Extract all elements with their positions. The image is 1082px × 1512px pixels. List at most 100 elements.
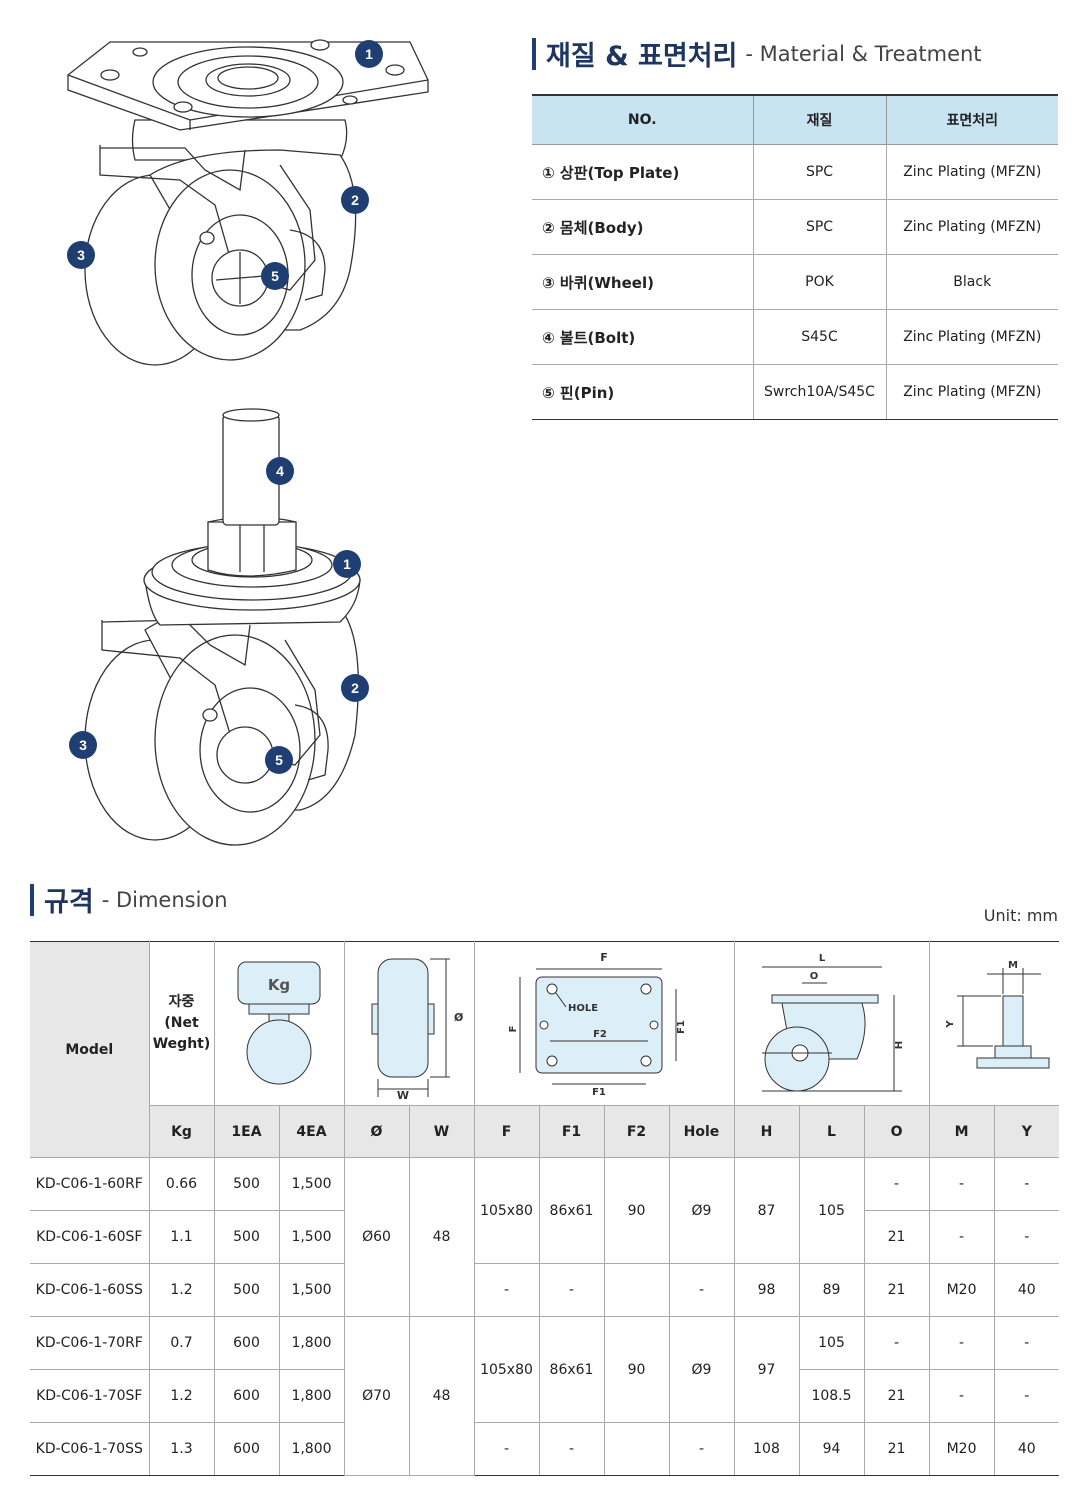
svg-text:1: 1 — [343, 556, 351, 572]
h-cell: 98 — [733, 1263, 800, 1317]
subheader-hole: Hole — [668, 1105, 735, 1158]
svg-text:M: M — [1008, 960, 1018, 971]
material-title-ko: 재질 & 표면처리 — [546, 41, 738, 72]
f2-cell — [603, 1263, 670, 1317]
kg-cell: 1.3 — [148, 1422, 215, 1476]
m-cell: M20 — [928, 1422, 995, 1476]
diameter-cell: Ø70 — [343, 1316, 410, 1476]
o-cell: - — [863, 1316, 930, 1370]
table-row: ② 몸체(Body) SPC Zinc Plating (MFZN) — [532, 199, 1058, 255]
subheader-o: O — [863, 1105, 930, 1158]
table-row: KD-C06-1-60RF 0.66 500 1,500 Ø60 48 105x… — [30, 1157, 1060, 1317]
kg-cell: 1.2 — [148, 1263, 215, 1317]
part-name: ② 몸체(Body) — [532, 199, 753, 255]
f-cell: 105x80 — [473, 1157, 540, 1264]
callout-2b-badge: 2 — [341, 674, 369, 702]
subheader-1ea: 1EA — [213, 1105, 280, 1158]
subheader-diameter: Ø — [343, 1105, 410, 1158]
y-cell: 40 — [993, 1263, 1060, 1317]
dimension-title-en: - Dimension — [101, 887, 228, 912]
f-cell: 105x80 — [473, 1316, 540, 1423]
callout-5-badge: 5 — [261, 262, 289, 290]
f2-cell — [603, 1422, 670, 1476]
table-row: ① 상판(Top Plate) SPC Zinc Plating (MFZN) — [532, 144, 1058, 200]
m-cell: - — [928, 1316, 995, 1370]
h-cell: 97 — [733, 1316, 800, 1423]
dimension-title-ko: 규격 — [44, 887, 94, 918]
f1-cell: - — [538, 1422, 605, 1476]
y-cell: - — [993, 1316, 1060, 1370]
subheader-w: W — [408, 1105, 475, 1158]
svg-text:F: F — [508, 1025, 519, 1032]
kg-cell: 0.66 — [148, 1157, 215, 1211]
ea4-cell: 1,500 — [278, 1263, 345, 1317]
h-cell: 87 — [733, 1157, 800, 1264]
part-material: Swrch10A/S45C — [752, 364, 886, 420]
subheader-f: F — [473, 1105, 540, 1158]
subheader-y: Y — [993, 1105, 1060, 1158]
svg-text:W: W — [397, 1089, 409, 1099]
caster-side-diagram: L O H — [761, 953, 905, 1091]
hole-cell: - — [668, 1263, 735, 1317]
side-diagram-cell: L O H — [733, 941, 930, 1106]
subheader-m: M — [928, 1105, 995, 1158]
svg-text:4: 4 — [276, 463, 284, 479]
ea1-cell: 600 — [213, 1316, 280, 1370]
o-cell: 21 — [863, 1210, 930, 1264]
table-row: KD-C06-1-60SF 1.1 500 1,500 21 - - — [30, 1210, 1060, 1264]
f2-cell: 90 — [603, 1157, 670, 1264]
part-material: SPC — [752, 144, 886, 200]
table-row: KD-C06-1-70RF 0.7 600 1,800 Ø70 48 105x8… — [30, 1316, 1060, 1476]
table-row: ③ 바퀴(Wheel) POK Black — [532, 254, 1058, 310]
callout-2-badge: 2 — [341, 186, 369, 214]
y-cell: 40 — [993, 1422, 1060, 1476]
svg-text:5: 5 — [271, 268, 279, 284]
hole-cell: Ø9 — [668, 1157, 735, 1264]
y-cell: - — [993, 1369, 1060, 1423]
ea1-cell: 600 — [213, 1369, 280, 1423]
dimension-section-title: 규격 - Dimension — [30, 880, 228, 919]
svg-text:L: L — [818, 953, 825, 964]
l-cell: 89 — [798, 1263, 865, 1317]
stem-size-diagram: M Y — [945, 960, 1050, 1068]
subheader-f2: F2 — [603, 1105, 670, 1158]
part-name: ③ 바퀴(Wheel) — [532, 254, 753, 310]
svg-text:1: 1 — [365, 46, 373, 62]
unit-label: Unit: mm — [983, 906, 1058, 925]
part-treatment: Black — [885, 254, 1058, 310]
subheader-4ea: 4EA — [278, 1105, 345, 1158]
svg-text:H: H — [894, 1040, 905, 1048]
table-row: KD-C06-1-70SS 1.3 600 1,800 - - - 108 94… — [30, 1422, 1060, 1476]
part-name: ④ 볼트(Bolt) — [532, 309, 753, 365]
callout-3b-badge: 3 — [69, 731, 97, 759]
svg-text:F1: F1 — [676, 1020, 687, 1034]
load-capacity-diagram: Kg — [237, 961, 321, 1084]
kg-cell: 1.1 — [148, 1210, 215, 1264]
material-header-no: NO. — [532, 94, 753, 145]
h-cell: 108 — [733, 1422, 800, 1476]
f1-cell: 86x61 — [538, 1157, 605, 1264]
ea4-cell: 1,800 — [278, 1369, 345, 1423]
material-header-treatment: 표면처리 — [885, 94, 1058, 145]
material-section-title: 재질 & 표면처리 - Material & Treatment — [532, 34, 982, 73]
ea4-cell: 1,800 — [278, 1316, 345, 1370]
ea1-cell: 500 — [213, 1157, 280, 1211]
o-cell: - — [863, 1157, 930, 1211]
callout-4-badge: 4 — [266, 457, 294, 485]
part-material: POK — [752, 254, 886, 310]
subheader-l: L — [798, 1105, 865, 1158]
f-cell: - — [473, 1263, 540, 1317]
ea4-cell: 1,500 — [278, 1157, 345, 1211]
callout-5b-badge: 5 — [265, 746, 293, 774]
dimension-subheader-row: Kg 1EA 4EA Ø W F F1 F2 Hole H L O M Y — [30, 1105, 1060, 1158]
hole-cell: - — [668, 1422, 735, 1476]
o-cell: 21 — [863, 1422, 930, 1476]
title-accent-bar — [532, 37, 536, 70]
svg-text:Kg: Kg — [268, 976, 290, 994]
model-cell: KD-C06-1-70SS — [30, 1422, 150, 1476]
load-diagram-cell: Kg — [213, 941, 345, 1106]
y-cell: - — [993, 1210, 1060, 1264]
kg-cell: 1.2 — [148, 1369, 215, 1423]
svg-text:3: 3 — [79, 737, 87, 753]
stem-diagram-cell: M Y — [928, 941, 1060, 1106]
